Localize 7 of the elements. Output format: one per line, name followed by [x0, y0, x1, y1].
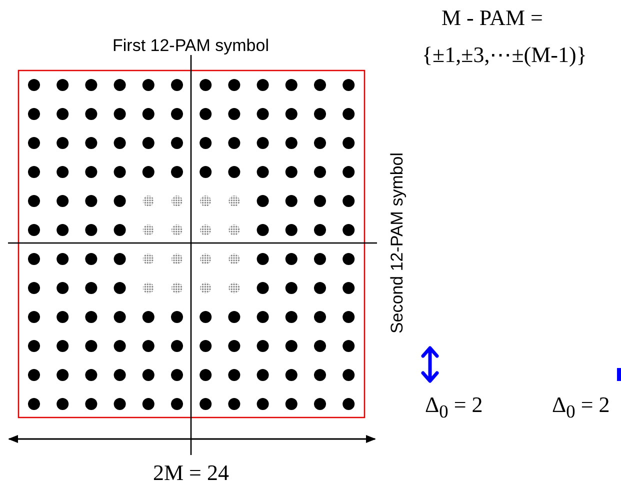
axis-label: First 12-PAM symbol [112, 36, 269, 56]
axis-label: Second 12-PAM symbol [387, 152, 408, 334]
spacing-label: Δ$_{0}$ = 2 [552, 392, 610, 422]
spacing-label: Δ$_{0}$ = 2 [425, 392, 483, 422]
formula-text: M - PAM = [442, 5, 543, 31]
dimension-label: 2M = 24 [153, 460, 229, 486]
formula-text: {±1,±3,⋯±(M-1)} [422, 42, 587, 68]
